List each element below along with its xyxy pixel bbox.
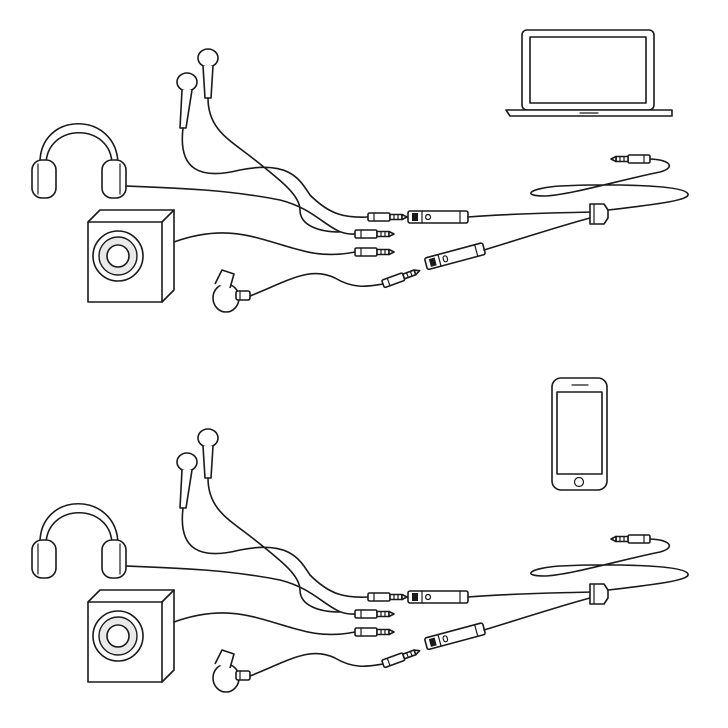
headphones-icon (31, 502, 127, 579)
cable-connections (126, 478, 688, 676)
smartphone-icon (551, 377, 608, 491)
laptop-icon (505, 29, 673, 117)
laptop-setup-panel (31, 29, 688, 313)
lavalier-mic-icon (212, 649, 251, 693)
lavalier-mic-icon (212, 269, 251, 313)
speaker-icon (87, 589, 175, 683)
speaker-icon (87, 209, 175, 303)
cable-connections (126, 98, 688, 296)
headphones-icon (31, 122, 127, 199)
phone-setup-panel (31, 377, 688, 693)
